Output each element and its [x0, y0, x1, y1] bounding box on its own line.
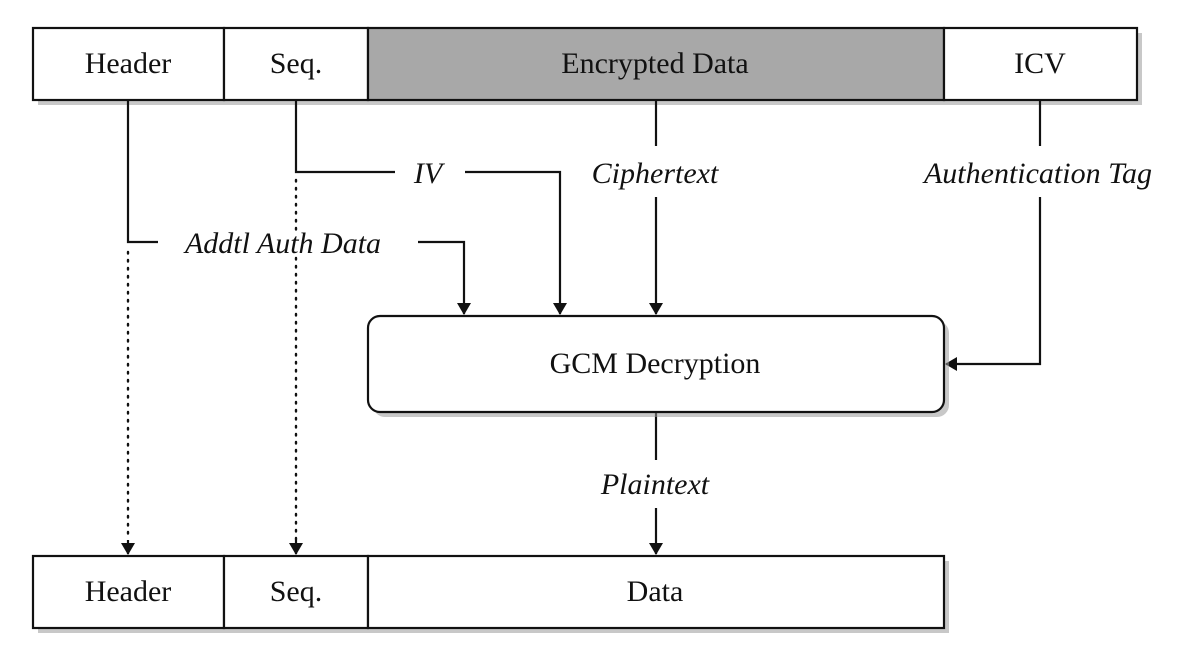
bottom-data-label: Data [627, 575, 684, 608]
aad-edge-left [126, 100, 158, 244]
bottom-header-cell [31, 554, 226, 630]
iv-label: IV [413, 157, 446, 190]
gcm-decryption-label: GCM Decryption [550, 347, 761, 380]
gcm-decryption-box: GCM Decryption [366, 314, 949, 417]
auth-tag-edge-bottom [945, 197, 1042, 371]
bottom-seq-label: Seq. [270, 575, 323, 608]
bottom-data-cell [366, 554, 946, 630]
plaintext-label: Plaintext [600, 468, 710, 501]
top-encrypted-cell [366, 26, 946, 102]
top-packet: Header Seq. Encrypted Data ICV [31, 26, 1142, 105]
top-icv-label: ICV [1014, 47, 1066, 80]
aad-edge-right [418, 240, 471, 315]
top-header-cell [31, 26, 226, 102]
edges: IV Ciphertext Authentication Tag Addtl A… [121, 100, 1152, 555]
iv-edge-right [465, 170, 567, 315]
aad-label: Addtl Auth Data [183, 227, 381, 260]
top-seq-label: Seq. [270, 47, 323, 80]
ciphertext-label: Ciphertext [592, 157, 719, 190]
top-seq-cell [222, 26, 370, 102]
bottom-packet: Header Seq. Data [31, 554, 949, 633]
bottom-header-label: Header [85, 575, 172, 608]
top-header-label: Header [85, 47, 172, 80]
auth-tag-label: Authentication Tag [922, 157, 1152, 190]
iv-edge-left [294, 100, 395, 174]
top-encrypted-label: Encrypted Data [561, 47, 748, 80]
